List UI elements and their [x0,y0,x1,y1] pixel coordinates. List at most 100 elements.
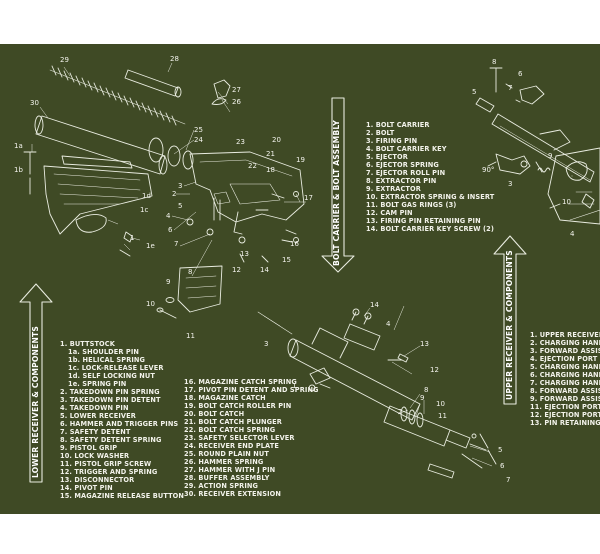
upper-callout-4: 4 [570,230,575,238]
list-item: 8. EXTRACTOR PIN [366,177,437,185]
callout-2: 2 [172,190,177,198]
list-item: 4. TAKEDOWN PIN [60,404,129,412]
upper-callout-3: 3 [508,180,513,188]
list-item: 27. HAMMER WITH J PIN [184,466,276,474]
list-item: 10. EXTRACTOR SPRING & INSERT [366,193,495,201]
list-item: 9. PISTOL GRIP [60,444,118,452]
list-item: 19. BOLT CATCH ROLLER PIN [184,402,292,410]
bolt-callout-9: 9 [420,394,425,402]
callout-4: 4 [166,212,171,220]
callout-28: 28 [170,55,179,63]
list-item: 10. LOCK WASHER [60,452,130,460]
list-item: 12. CAM PIN [366,209,413,217]
list-item: 1. UPPER RECEIVER [530,331,600,339]
upper-callout-5: 5 [472,88,477,96]
callout-24: 24 [194,136,203,144]
list-item: 21. BOLT CATCH PLUNGER [184,418,282,426]
bolt-callout-5: 5 [498,446,503,454]
callout-11: 11 [186,332,195,340]
callout-29: 29 [60,56,69,64]
bolt-callout-1: 1 [292,382,297,390]
callout-9: 9 [166,278,171,286]
list-item: 30. RECEIVER EXTENSION [184,490,281,498]
callout-14: 14 [260,266,269,274]
callout-22: 22 [248,162,257,170]
bolt-callout-4: 4 [386,320,391,328]
list-item: 1b. HELICAL SPRING [68,356,146,364]
callout-1: 1 [130,234,135,242]
list-item: 2. BOLT [366,129,395,137]
list-item: 26. HAMMER SPRING [184,458,264,466]
bolt-callout-13: 13 [420,340,429,348]
list-item: 1e. SPRING PIN [68,380,127,388]
callout-1a: 1a [14,142,23,150]
list-item: 1. BUTTSTOCK [60,340,115,348]
list-item: 1. BOLT CARRIER [366,121,430,129]
list-item: 3. TAKEDOWN PIN DETENT [60,396,161,404]
list-item: 3. FORWARD ASSIST [530,347,600,355]
list-item: 9. FORWARD ASSIST [530,395,600,403]
callout-25: 25 [194,126,203,134]
callout-12: 12 [232,266,241,274]
list-item: 11. PISTOL GRIP SCREW [60,460,152,468]
callout-21: 21 [266,150,275,158]
list-item: 25. ROUND PLAIN NUT [184,450,269,458]
list-item: 6. EJECTOR SPRING [366,161,439,169]
list-item: 5. EJECTOR [366,153,408,161]
bolt-callout-3: 3 [264,340,269,348]
list-item: 12. EJECTION PORT C [530,411,600,419]
list-item: 8. SAFETY DETENT SPRING [60,436,162,444]
callout-27: 27 [232,86,241,94]
bolt-callout-6: 6 [500,462,505,470]
upper-callout-6: 6 [518,70,523,78]
list-item: 2. TAKEDOWN PIN SPRING [60,388,160,396]
list-item: 20. BOLT CATCH [184,410,245,418]
callout-17: 17 [304,194,313,202]
list-item: 12. TRIGGER AND SPRING [60,468,158,476]
callout-1c: 1c [140,206,149,214]
bolt-callout-2: 2 [398,408,403,416]
callout-7: 7 [174,240,179,248]
list-item: 11. EJECTION PORT C [530,403,600,411]
list-item: 7. SAFETY DETENT [60,428,131,436]
upper-receiver-title: UPPER RECEIVER & COMPONENTS [505,250,514,400]
parts-diagram [19,62,600,483]
callout-1e: 1e [146,242,155,250]
list-item: 5. CHARGING HANDLE [530,363,600,371]
upper-callout-7: 7 [508,84,513,92]
list-item: 14. BOLT CARRIER KEY SCREW (2) [366,225,494,233]
upper-callout-10: 10 [562,198,571,206]
list-item: 1a. SHOULDER PIN [68,348,140,356]
list-item: 29. ACTION SPRING [184,482,259,490]
callout-10: 10 [146,300,155,308]
list-item: 22. BOLT CATCH SPRING [184,426,276,434]
upper-callout-90: 90° [482,166,495,174]
callout-30: 30 [30,99,39,107]
list-item: 4. EJECTION PORT C [530,355,600,363]
lower-receiver-title: LOWER RECEIVER & COMPONENTS [31,325,40,478]
list-item: 13. PIN RETAINING RI [530,419,600,427]
callout-5: 5 [178,202,183,210]
parts-mat: 29 28 27 26 30 25 24 1a 1b 1d 1c 1e 1 3 … [0,44,600,514]
bolt-callout-12: 12 [430,366,439,374]
list-item: 9. EXTRACTOR [366,185,421,193]
callout-13: 13 [240,250,249,258]
callout-23: 23 [236,138,245,146]
list-item: 18. MAGAZINE CATCH [184,394,266,402]
list-item: 28. BUFFER ASSEMBLY [184,474,270,482]
callout-8: 8 [188,268,193,276]
list-item: 4. BOLT CARRIER KEY [366,145,447,153]
bolt-carrier-title: BOLT CARRIER & BOLT ASSEMBLY [332,120,341,266]
callout-19: 19 [296,156,305,164]
list-item: 16. MAGAZINE CATCH SPRING [184,378,297,386]
upper-callout-9: 9 [548,152,553,160]
list-item: 15. MAGAZINE RELEASE BUTTON [60,492,184,500]
list-item: 5. LOWER RECEIVER [60,412,136,420]
callout-15: 15 [282,256,291,264]
list-item: 13. DISCONNECTOR [60,476,135,484]
list-item: 23. SAFETY SELECTOR LEVER [184,434,295,442]
list-item: 1d. SELF LOCKING NUT [68,372,155,380]
callout-20: 20 [272,136,281,144]
callout-1d: 1d [142,192,151,200]
callout-18: 18 [266,166,275,174]
